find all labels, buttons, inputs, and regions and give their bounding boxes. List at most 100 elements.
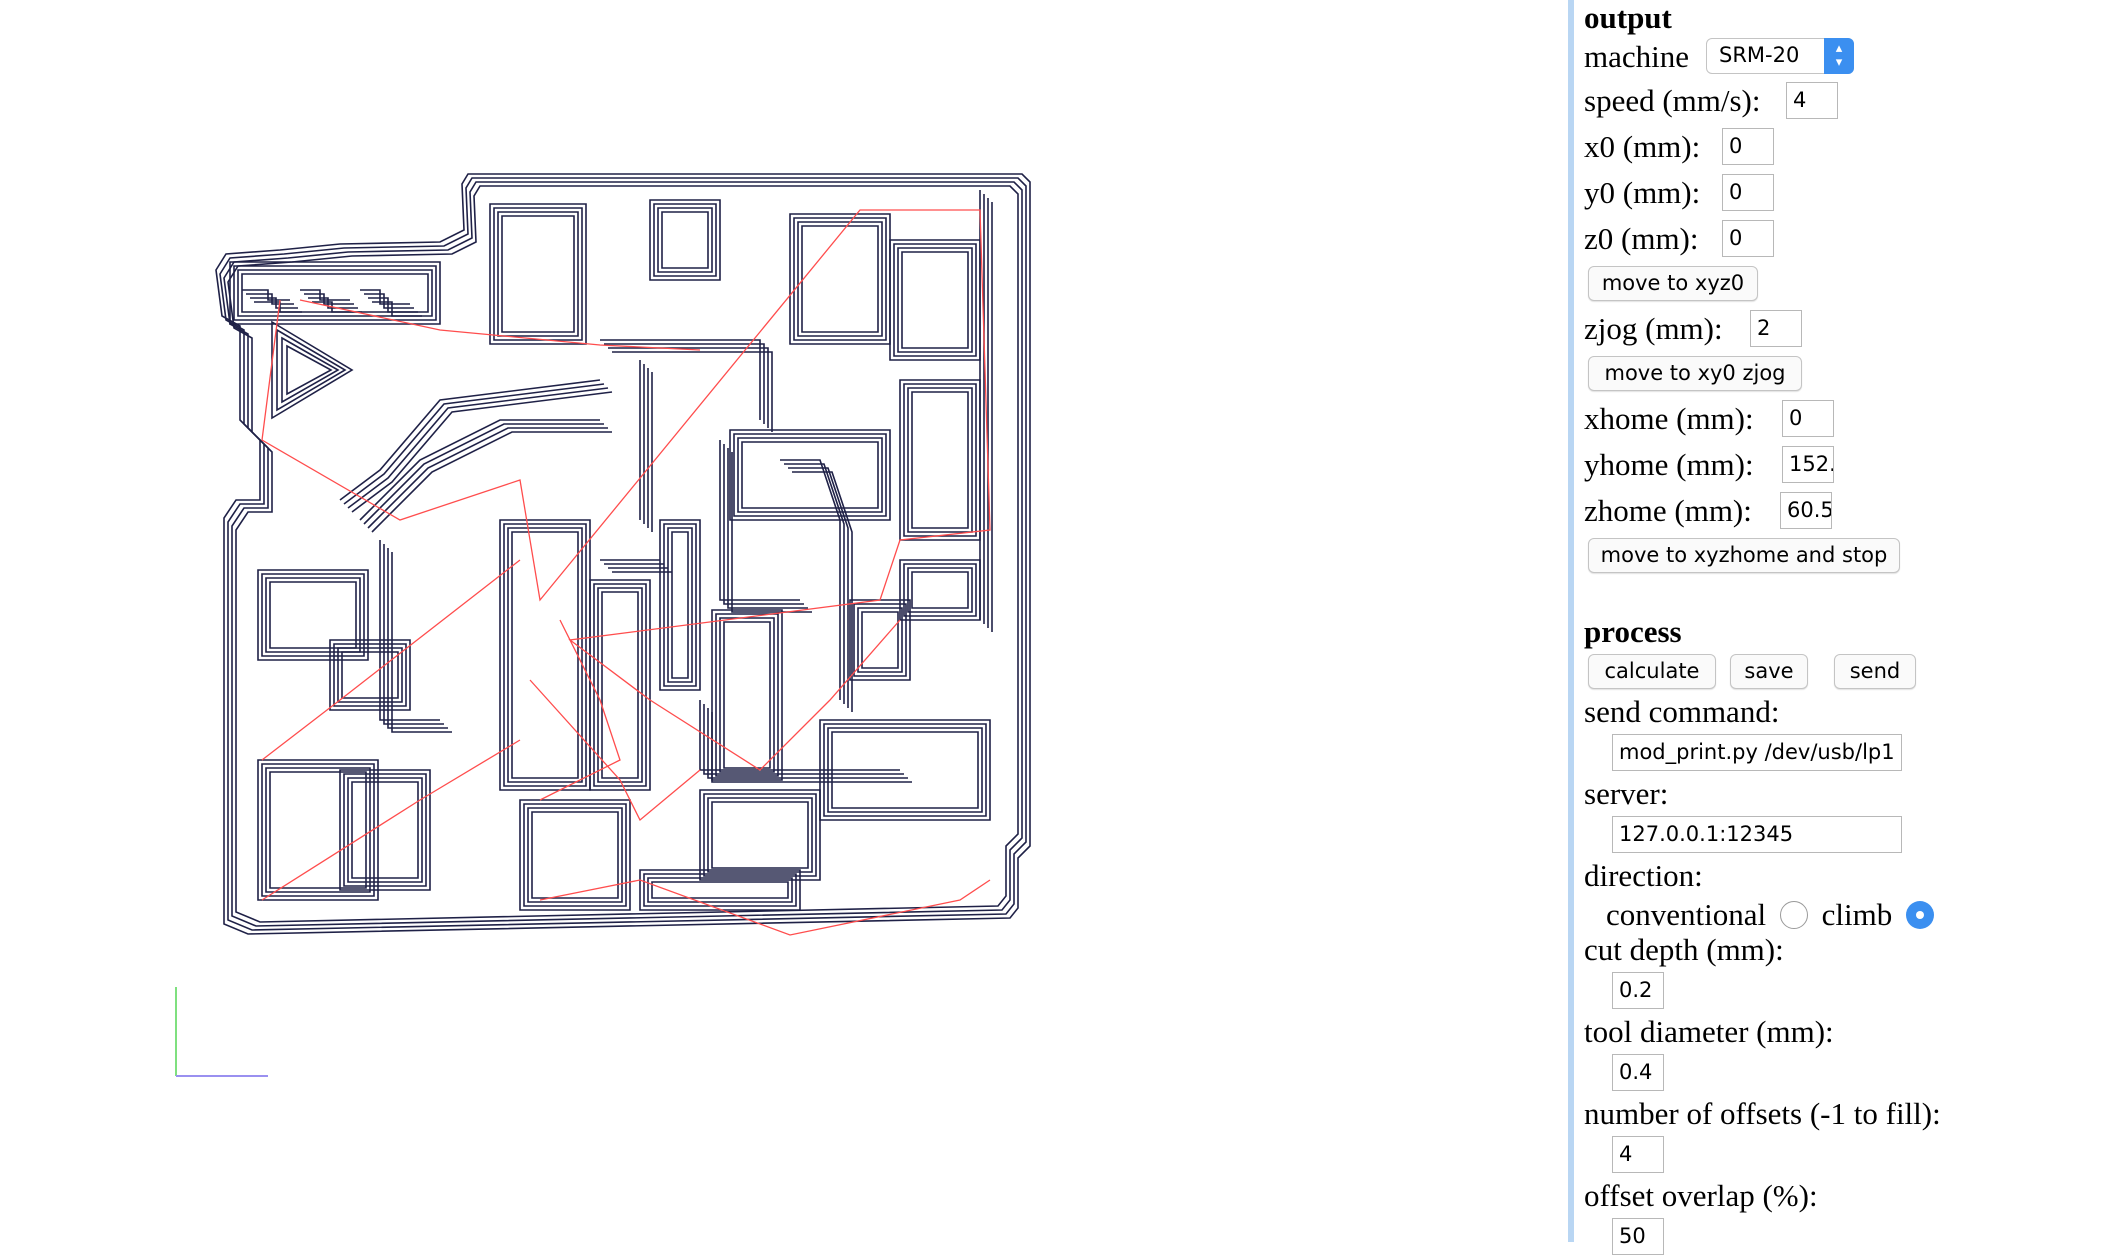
trace <box>363 423 604 525</box>
jog-move <box>261 209 991 771</box>
component-pad <box>597 587 643 783</box>
calculate-button[interactable]: calculate <box>1588 654 1716 689</box>
z0-input[interactable]: 0 <box>1722 220 1774 257</box>
offset-overlap-label: offset overlap (%): <box>1584 1178 1818 1213</box>
yhome-input[interactable]: 152. <box>1782 446 1834 483</box>
jog-move <box>261 559 521 761</box>
trace <box>703 704 904 775</box>
component-pad <box>503 523 587 787</box>
trace <box>699 700 900 771</box>
y0-input[interactable]: 0 <box>1722 174 1774 211</box>
component-pad <box>261 573 365 657</box>
component-pad <box>857 607 903 673</box>
machine-label: machine <box>1584 39 1690 75</box>
trace <box>371 431 612 533</box>
component-pad <box>897 247 973 353</box>
send-button[interactable]: send <box>1834 654 1916 689</box>
component-pad <box>663 523 697 687</box>
component-pad <box>907 567 973 613</box>
offsets-input[interactable]: 4 <box>1612 1136 1664 1173</box>
component-pad <box>699 789 821 881</box>
x0-input[interactable]: 0 <box>1722 128 1774 165</box>
component-pad <box>657 207 713 273</box>
trace <box>788 467 849 708</box>
component-pad <box>801 225 879 333</box>
tool-diameter-input[interactable]: 0.4 <box>1612 1054 1664 1091</box>
server-input[interactable]: 127.0.0.1:12345 <box>1612 816 1902 853</box>
move-to-xyzhome-button[interactable]: move to xyzhome and stop <box>1588 538 1900 573</box>
xhome-input[interactable]: 0 <box>1782 400 1834 437</box>
move-to-xy0-zjog-button[interactable]: move to xy0 zjog <box>1588 356 1802 391</box>
cut-depth-label: cut depth (mm): <box>1584 932 1784 967</box>
header-pad <box>241 273 429 313</box>
component-pad <box>507 527 583 783</box>
component-pad <box>653 203 717 277</box>
trace <box>246 293 294 305</box>
component-pad <box>339 769 431 891</box>
trace <box>300 289 350 301</box>
output-heading: output <box>1584 0 1672 35</box>
component-pad <box>261 763 375 897</box>
direction-label: direction: <box>1584 858 1703 893</box>
trace <box>707 708 908 779</box>
direction-climb-radio[interactable] <box>1905 900 1934 929</box>
trace <box>343 383 605 505</box>
save-button[interactable]: save <box>1730 654 1808 689</box>
component-pad <box>729 429 891 521</box>
send-command-label: send command: <box>1584 694 1780 729</box>
trace <box>379 540 440 721</box>
settings-panel: output machine SRM-20 ▴▾ speed (mm/s): 4… <box>1582 0 2102 1255</box>
trace <box>347 387 609 509</box>
trace <box>364 293 414 309</box>
zhome-input[interactable]: 60.5 <box>1780 492 1832 529</box>
trace <box>723 444 804 605</box>
trace <box>731 452 812 613</box>
trace <box>780 459 841 700</box>
y0-row: y0 (mm): <box>1584 174 1700 208</box>
component-pad <box>793 217 887 341</box>
component-pad <box>531 811 619 899</box>
direction-conventional-radio[interactable] <box>1779 900 1808 929</box>
x0-row: x0 (mm): <box>1584 128 1700 162</box>
component-pad <box>861 611 899 669</box>
board-outline <box>223 181 1023 927</box>
component-pad <box>711 801 809 869</box>
header-pad <box>237 269 433 317</box>
component-pad <box>703 793 817 877</box>
component-pad <box>493 207 583 341</box>
send-command-input[interactable]: mod_print.py /dev/usb/lp1 <box>1612 734 1902 771</box>
yhome-row: yhome (mm): <box>1584 446 1754 480</box>
component-pad <box>343 773 427 887</box>
triangle-pad <box>276 328 347 412</box>
jog-move <box>539 879 991 936</box>
trace <box>359 419 600 521</box>
trace <box>308 297 358 309</box>
toolpath-canvas[interactable] <box>0 0 1568 1242</box>
trace <box>608 347 769 428</box>
zjog-input[interactable]: 2 <box>1750 310 1802 347</box>
header-pad <box>233 265 437 321</box>
trace <box>604 343 765 424</box>
toolpath-preview[interactable] <box>0 0 1568 1242</box>
machine-select[interactable]: SRM-20 ▴▾ <box>1706 38 1854 74</box>
cut-depth-input[interactable]: 0.2 <box>1612 972 1664 1009</box>
chevron-updown-icon: ▴▾ <box>1824 38 1854 74</box>
move-to-xyz0-button[interactable]: move to xyz0 <box>1588 266 1758 301</box>
zjog-label: zjog (mm): <box>1584 311 1723 347</box>
z0-row: z0 (mm): <box>1584 220 1699 254</box>
component-pad <box>741 441 879 509</box>
trace <box>351 391 613 513</box>
component-pad <box>715 613 779 777</box>
board-outline <box>219 177 1027 931</box>
axis-indicator <box>175 987 268 1077</box>
component-pad <box>643 873 797 907</box>
speed-input[interactable]: 4 <box>1786 82 1838 119</box>
pcb-jog-moves <box>261 209 991 936</box>
offset-overlap-input[interactable]: 50 <box>1612 1218 1664 1255</box>
machine-row: machine <box>1584 38 1689 72</box>
component-pad <box>733 433 887 517</box>
trace <box>612 351 773 432</box>
direction-conventional-label: conventional <box>1606 897 1767 933</box>
component-pad <box>489 203 587 345</box>
trace <box>254 301 302 313</box>
